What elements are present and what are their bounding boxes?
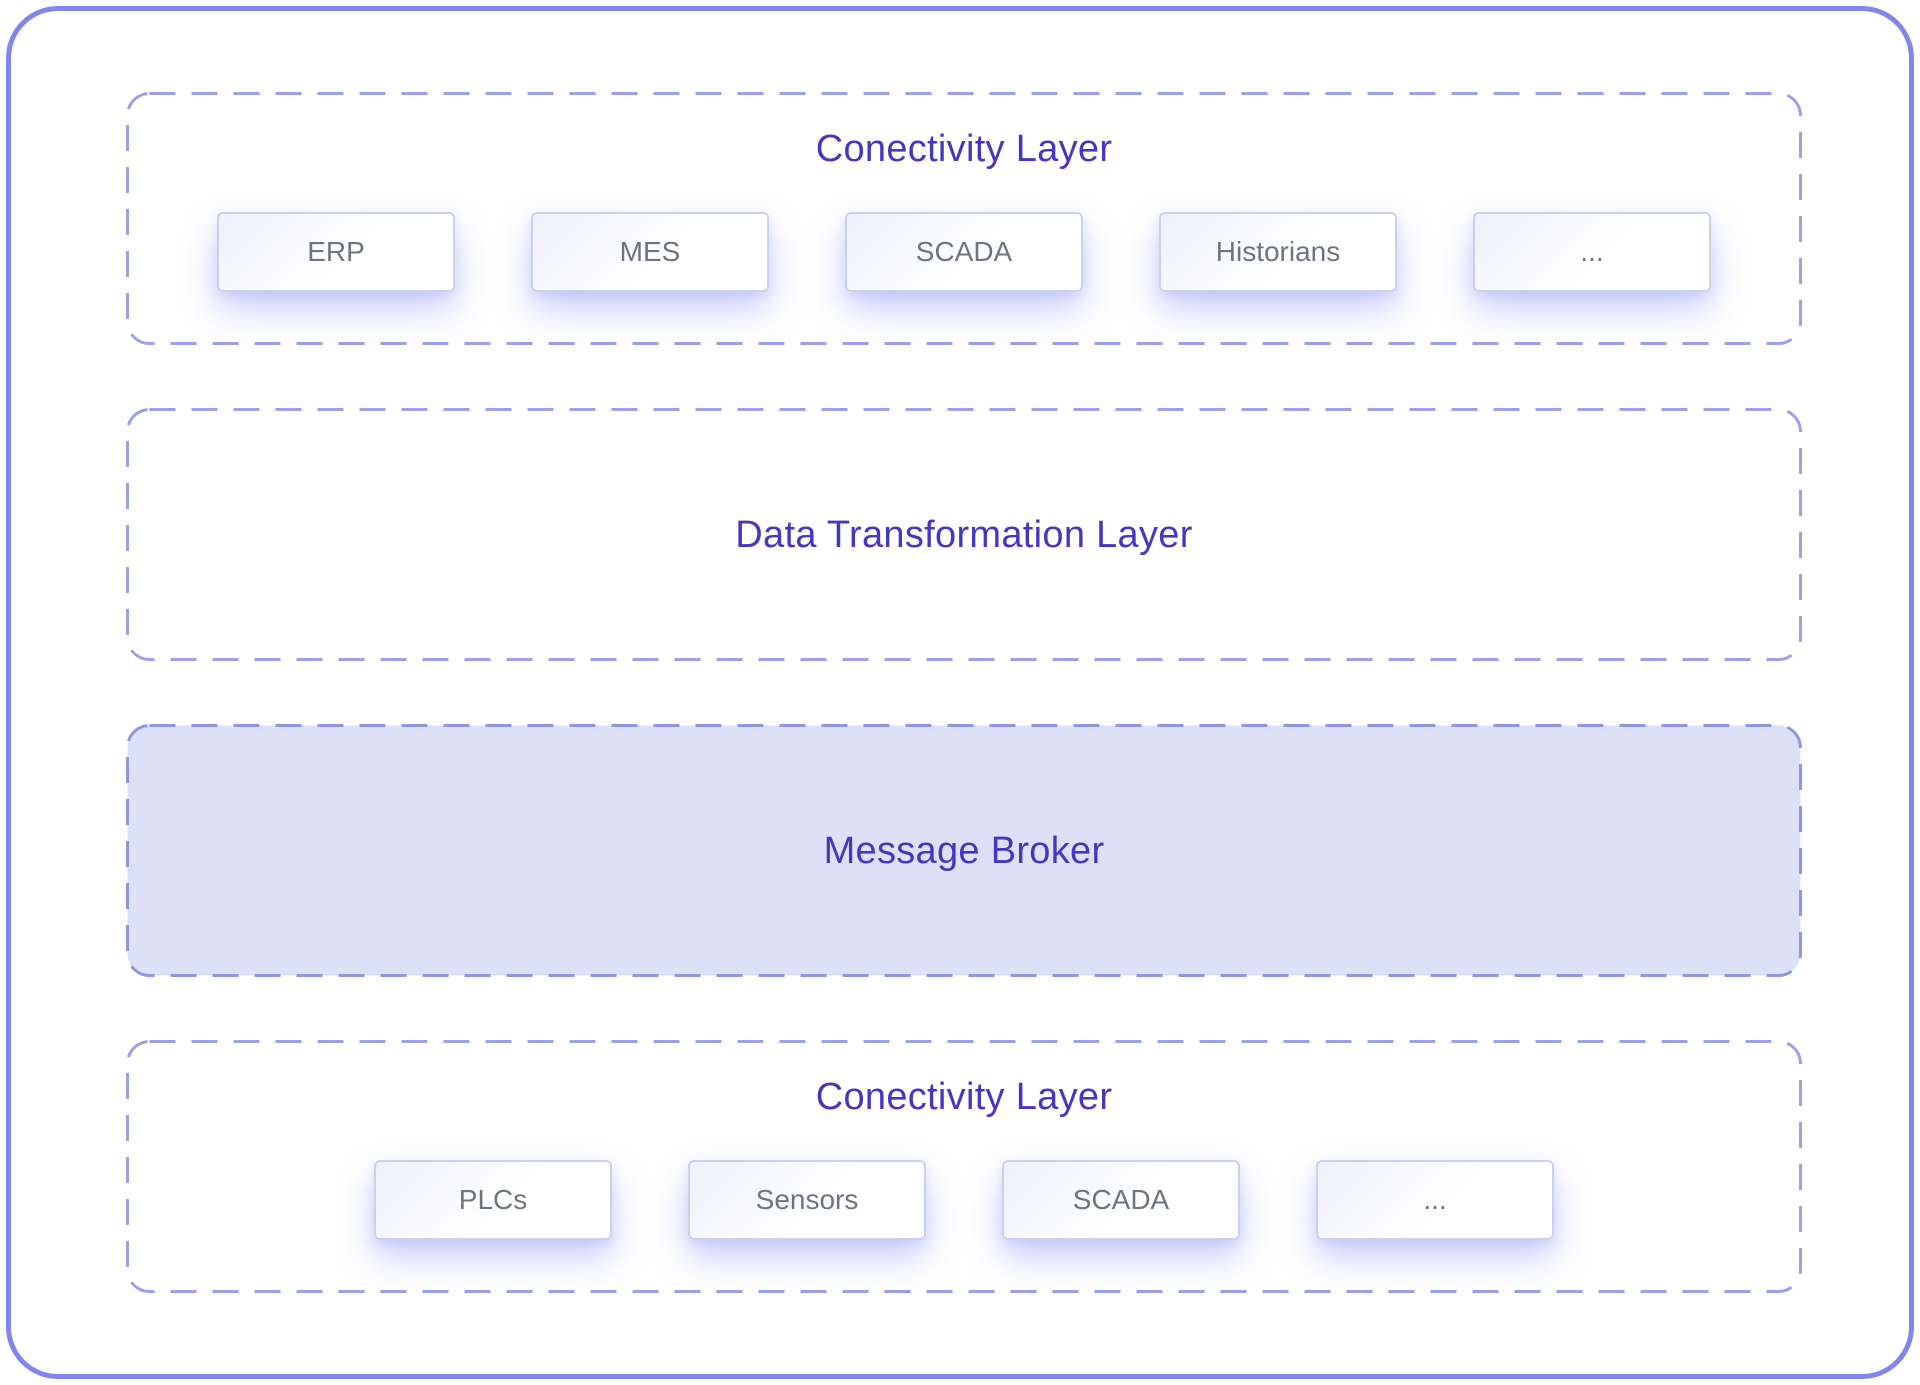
component-row: ERP MES SCADA Historians... (217, 212, 1711, 292)
component-chip: MES (531, 212, 769, 292)
component-row: PLCs Sensors SCADA... (374, 1160, 1554, 1240)
component-chip: ERP (217, 212, 455, 292)
component-chip: SCADA (1002, 1160, 1240, 1240)
layer-connectivity-top: Conectivity Layer ERP MES SCADA Historians.… (126, 92, 1802, 345)
layer-title: Data Transformation Layer (735, 513, 1193, 556)
layer-data-transformation: Data Transformation Layer (126, 408, 1802, 661)
component-chip: Historians (1159, 212, 1397, 292)
layer-title: Message Broker (823, 829, 1105, 872)
component-chip: SCADA (845, 212, 1083, 292)
layer-title: Conectivity Layer (815, 1076, 1113, 1118)
diagram-frame (6, 6, 1914, 1379)
component-chip: ... (1316, 1160, 1554, 1240)
layer-connectivity-bottom: Conectivity Layer PLCs Sensors SCADA... (126, 1040, 1802, 1293)
layer-message-broker: Message Broker (126, 724, 1802, 977)
component-chip: PLCs (374, 1160, 612, 1240)
layer-title: Conectivity Layer (815, 128, 1113, 170)
component-chip: ... (1473, 212, 1711, 292)
component-chip: Sensors (688, 1160, 926, 1240)
